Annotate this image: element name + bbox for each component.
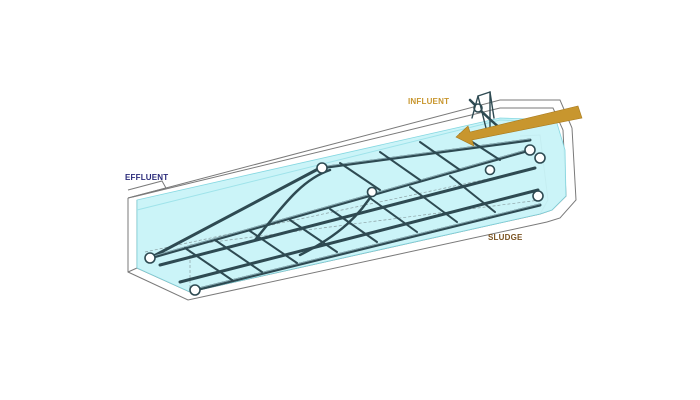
scraper-frame bbox=[144, 91, 546, 296]
effluent-label: EFFLUENT bbox=[125, 173, 169, 182]
sludge-label: SLUDGE bbox=[488, 233, 523, 242]
influent-arrow bbox=[455, 105, 583, 147]
influent-label: INFLUENT bbox=[408, 97, 450, 106]
